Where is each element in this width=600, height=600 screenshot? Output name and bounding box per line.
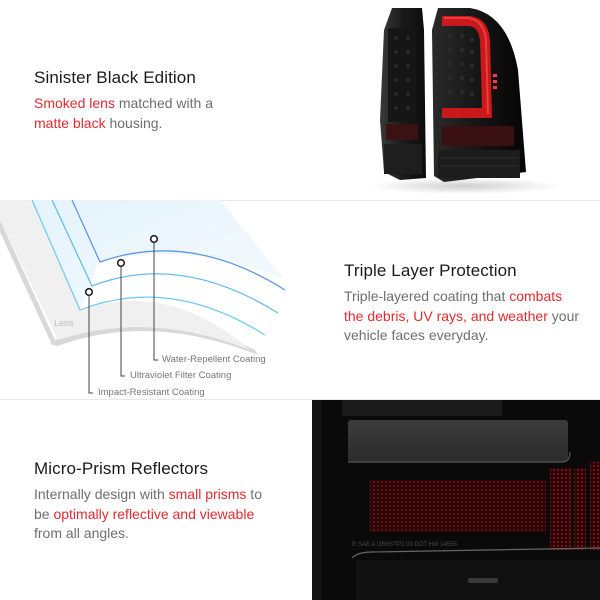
highlight-text: combats the debris, UV rays, and weather	[344, 288, 563, 324]
highlight-text: matte black	[34, 114, 106, 131]
highlight-text: Smoked lens	[34, 95, 115, 111]
body-text: Internally design with	[34, 486, 169, 502]
feature-text: Micro-Prism Reflectors Internally design…	[34, 459, 274, 544]
reflector-markings: R SAE A I3R6STP2 03 DOT HW 14556	[352, 542, 458, 548]
feature-description: Triple-layered coating that combats the …	[344, 287, 584, 346]
coating-layers-diagram	[0, 200, 286, 394]
section-micro-prism: Micro-Prism Reflectors Internally design…	[0, 399, 600, 600]
feature-description: Smoked lens matched with a matte black h…	[34, 94, 294, 133]
callout-water-repellent: Water-Repellent Coating	[162, 354, 266, 365]
body-text: your vehicle faces everyday.	[344, 307, 580, 344]
body-text: from all angles.	[34, 525, 129, 541]
reflector-closeup-image: R SAE A I3R6STP2 03 DOT HW 14556	[312, 400, 600, 600]
feature-title: Micro-Prism Reflectors	[34, 459, 209, 478]
section-divider	[0, 200, 600, 201]
highlight-text: optimally reflective and viewable	[53, 505, 255, 522]
feature-title: Sinister Black Edition	[34, 68, 196, 87]
body-text: matched with a	[114, 95, 213, 111]
body-text: Triple-layered coating that	[344, 288, 510, 304]
callout-impact-resistant: Impact-Resistant Coating	[98, 387, 205, 398]
tail-lights-image	[370, 8, 560, 194]
body-text: to be	[34, 486, 262, 522]
lens-label: Lens	[54, 318, 74, 328]
section-divider	[0, 399, 600, 400]
callout-ultraviolet-filter: Ultraviolet Filter Coating	[130, 370, 232, 381]
feature-text: Sinister Black Edition Smoked lens match…	[34, 68, 294, 133]
section-sinister-black: Sinister Black Edition Smoked lens match…	[0, 0, 600, 200]
body-text: housing.	[105, 114, 163, 131]
feature-title: Triple Layer Protection	[344, 261, 517, 280]
section-triple-layer: Lens Water-Repellent Coating Ultraviolet…	[0, 200, 600, 399]
feature-text: Triple Layer Protection Triple-layered c…	[344, 261, 584, 346]
feature-description: Internally design with small prisms to b…	[34, 485, 274, 544]
highlight-text: small prisms	[168, 486, 247, 502]
